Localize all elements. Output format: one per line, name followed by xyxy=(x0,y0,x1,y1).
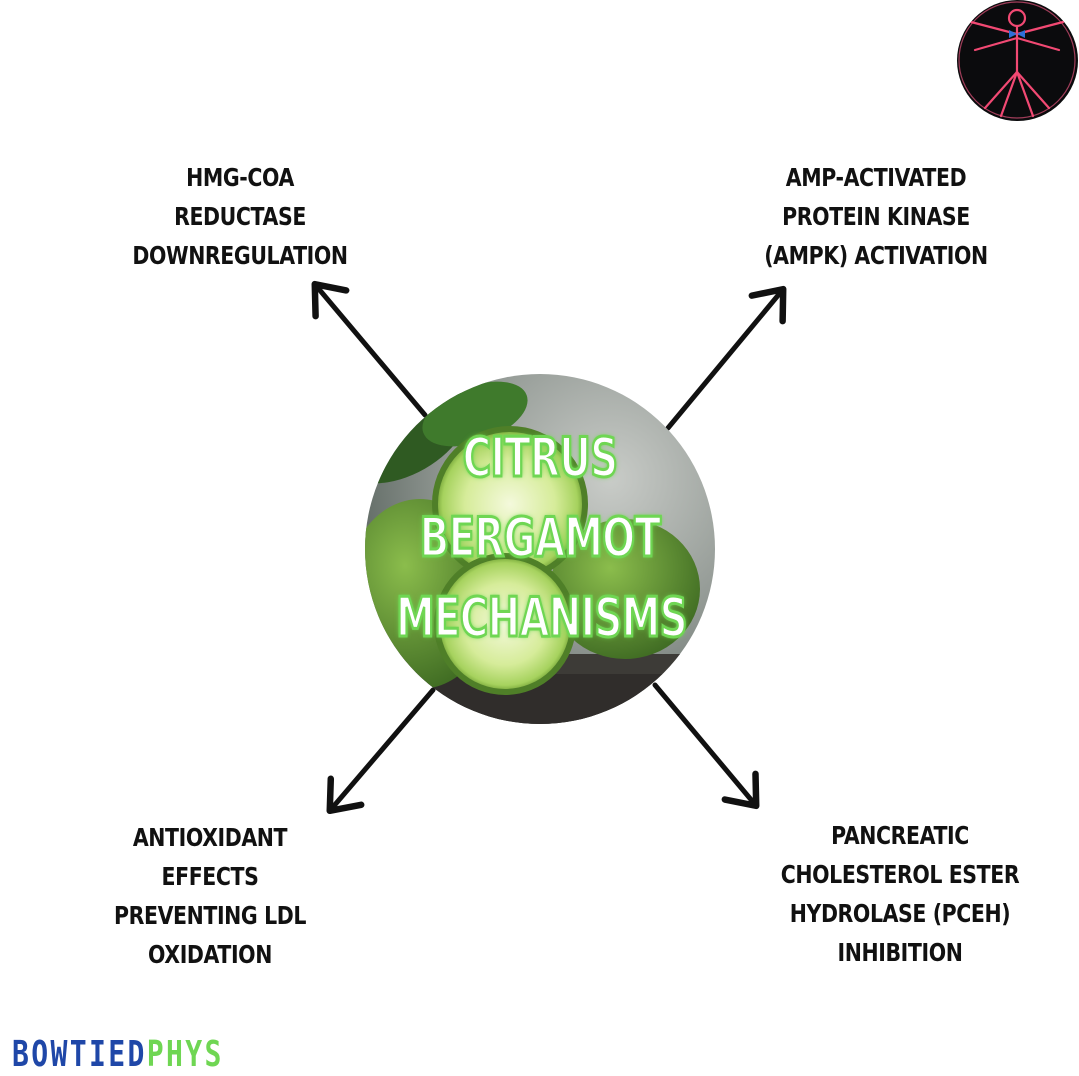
label-line: OXIDATION xyxy=(148,940,272,969)
label-line: INHIBITION xyxy=(837,938,963,967)
brand-logo: BOWTIEDPHYS xyxy=(12,1034,224,1075)
label-line: HYDROLASE (PCEH) xyxy=(789,899,1011,928)
label-line: AMP-ACTIVATED xyxy=(785,163,967,192)
mechanism-label-ampk: AMP-ACTIVATED PROTEIN KINASE (AMPK) ACTI… xyxy=(712,158,1040,275)
bergamot-fruit-photo xyxy=(365,374,715,724)
label-line: DOWNREGULATION xyxy=(132,241,348,270)
center-title: CITRUS BERGAMOT MECHANISMS xyxy=(395,418,689,658)
center-title-line: CITRUS xyxy=(462,425,620,491)
brand-logo-part1: BOWTIED xyxy=(12,1034,147,1075)
label-line: ANTIOXIDANT xyxy=(132,823,288,852)
label-line: PROTEIN KINASE xyxy=(782,202,970,231)
label-line: PANCREATIC xyxy=(831,821,969,850)
vitruvian-man-icon xyxy=(957,0,1078,121)
mechanism-label-hmg-coa: HMG-COA REDUCTASE DOWNREGULATION xyxy=(76,158,404,275)
label-line: CHOLESTEROL ESTER xyxy=(780,860,1020,889)
label-line: EFFECTS xyxy=(161,862,259,891)
brand-logo-part2: PHYS xyxy=(146,1034,224,1075)
mechanism-label-pceh: PANCREATIC CHOLESTEROL ESTER HYDROLASE (… xyxy=(736,816,1064,972)
center-title-line: BERGAMOT xyxy=(419,505,663,571)
label-line: PREVENTING LDL xyxy=(114,901,306,930)
label-line: REDUCTASE xyxy=(174,202,306,231)
label-line: HMG-COA xyxy=(186,163,294,192)
label-line: (AMPK) ACTIVATION xyxy=(764,241,988,270)
mechanism-label-antioxidant: ANTIOXIDANT EFFECTS PREVENTING LDL OXIDA… xyxy=(46,818,374,974)
center-title-line: MECHANISMS xyxy=(395,585,689,651)
